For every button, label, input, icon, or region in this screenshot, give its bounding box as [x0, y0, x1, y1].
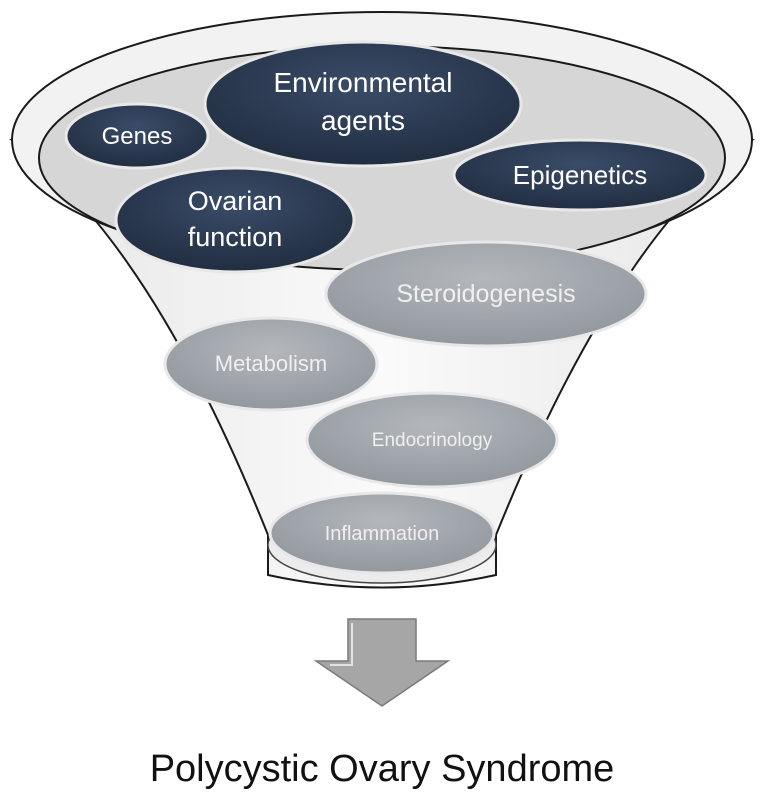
- lower-factor-metabolism: Metabolism: [163, 316, 379, 412]
- genes-label: Genes: [102, 123, 173, 150]
- ovarian-label-line2: function: [188, 222, 283, 252]
- lower-factor-steroidogenesis: Steroidogenesis: [324, 240, 648, 348]
- ovarian-label-line1: Ovarian: [188, 186, 283, 216]
- lower-factor-endocrinology: Endocrinology: [305, 391, 559, 489]
- top-factor-ovarian-function: Ovarian function: [114, 166, 356, 274]
- endocrinology-label: Endocrinology: [372, 430, 493, 451]
- down-arrow-icon: [313, 618, 451, 707]
- epigenetics-label: Epigenetics: [513, 160, 647, 190]
- top-factor-genes: Genes: [64, 102, 210, 170]
- lower-factor-inflammation: Inflammation: [268, 491, 496, 575]
- outcome-caption: Polycystic Ovary Syndrome: [150, 748, 615, 790]
- steroidogenesis-label: Steroidogenesis: [396, 280, 575, 308]
- environmental-label-line1: Environmental: [274, 67, 453, 98]
- top-factor-environmental-agents: Environmental agents: [203, 40, 523, 168]
- environmental-label-line2: agents: [321, 105, 405, 136]
- top-factor-epigenetics: Epigenetics: [452, 138, 708, 212]
- inflammation-label: Inflammation: [325, 523, 440, 545]
- metabolism-label: Metabolism: [215, 351, 327, 376]
